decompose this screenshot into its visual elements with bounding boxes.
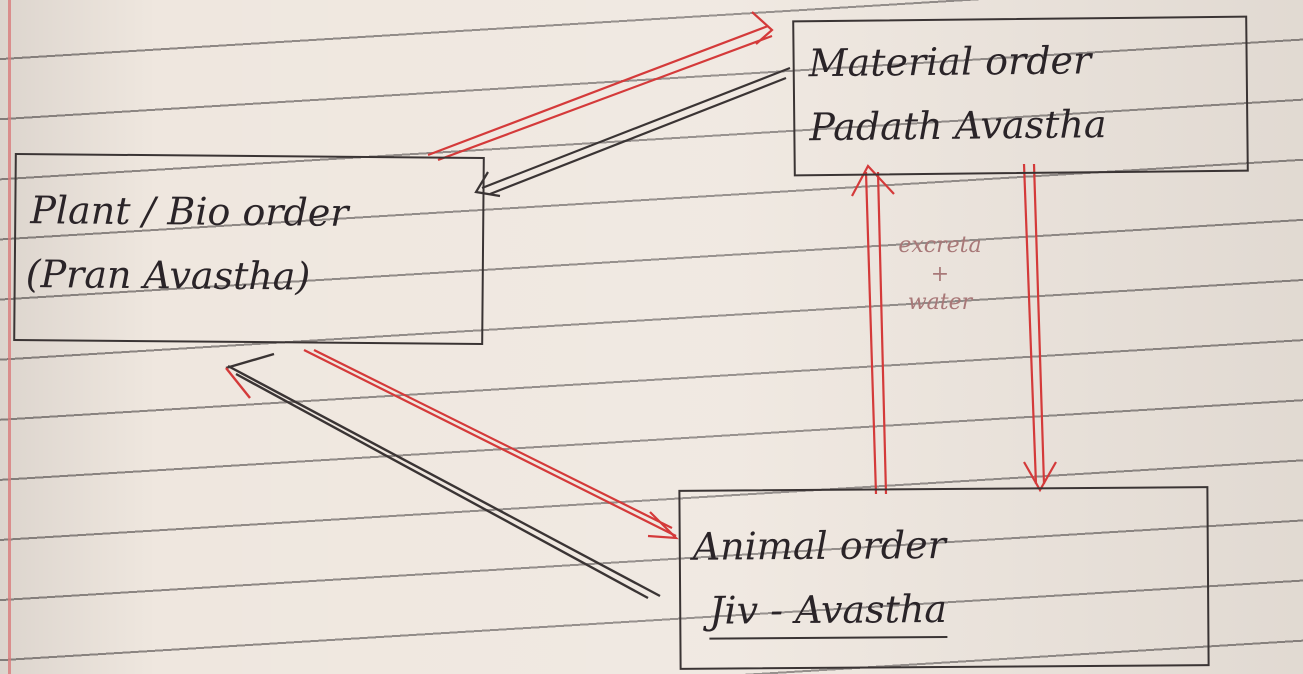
node-material-order: Material order Padath Avastha (792, 15, 1249, 177)
arrow-material-to-plant (474, 66, 791, 198)
node-animal-order: Animal order Jiv - Avastha (678, 486, 1210, 670)
annotation-line-2: + (930, 261, 950, 287)
arrow-animal-to-material (851, 164, 895, 495)
annotation-excreta-water: excreta + water (880, 232, 1000, 318)
arrow-plant-to-animal (303, 349, 679, 540)
arrow-animal-to-plant (225, 352, 661, 600)
node-animal-title: Animal order (692, 522, 946, 569)
margin-line (8, 0, 11, 674)
arrow-plant-to-material (427, 11, 774, 162)
node-animal-subtitle: Jiv - Avastha (709, 585, 948, 640)
node-material-title: Material order (808, 38, 1092, 86)
annotation-line-3: water (907, 290, 973, 316)
node-plant-title: Plant / Bio order (30, 188, 349, 235)
node-plant-order: Plant / Bio order (Pran Avastha) (13, 152, 485, 346)
node-material-subtitle: Padath Avastha (809, 102, 1107, 150)
node-plant-subtitle: (Pran Avastha) (25, 252, 311, 299)
annotation-line-1: excreta (898, 233, 982, 258)
arrow-material-to-animal (1022, 163, 1057, 493)
